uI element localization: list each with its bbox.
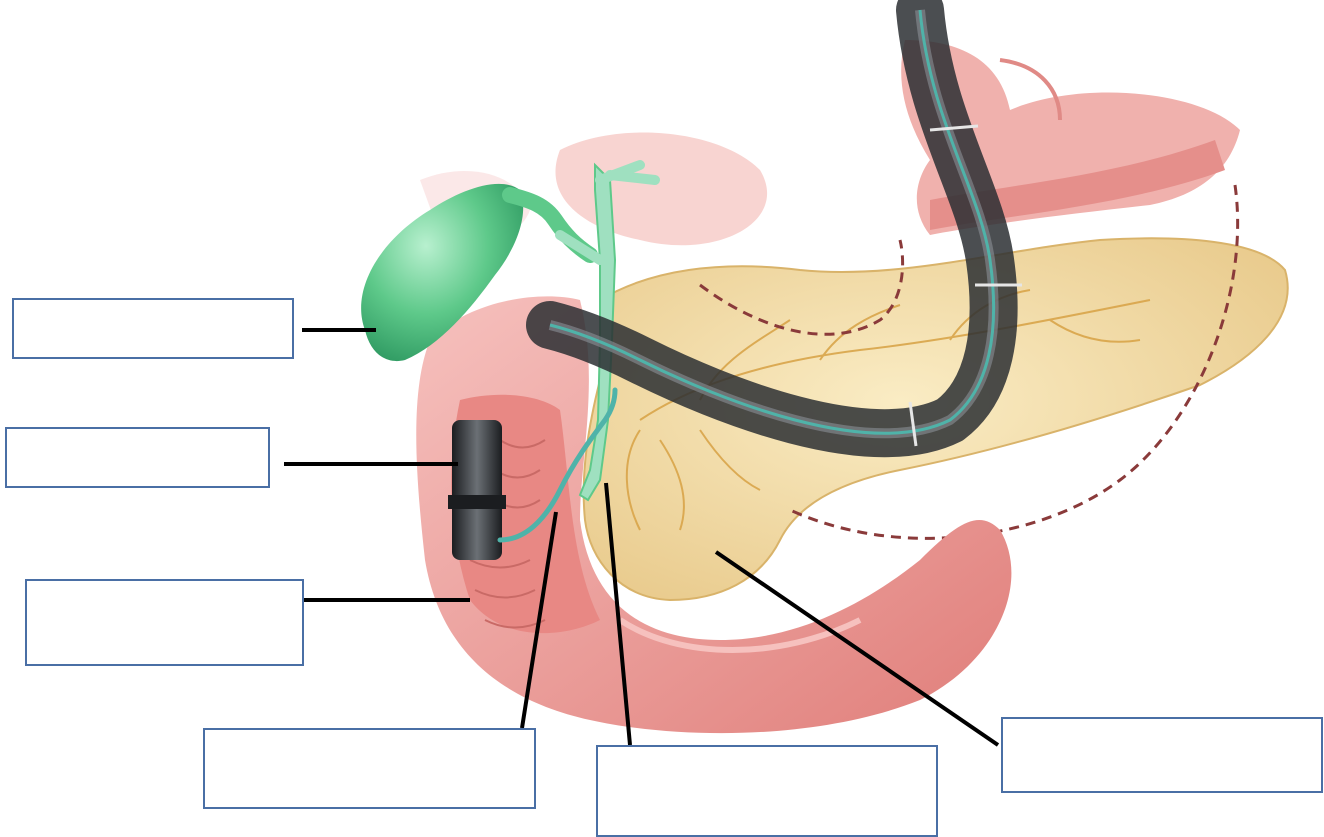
label-box-gallbladder[interactable] bbox=[12, 298, 294, 359]
label-box-duodenum[interactable] bbox=[25, 579, 304, 666]
label-box-pancreas[interactable] bbox=[1001, 717, 1323, 793]
label-box-bile-duct[interactable] bbox=[596, 745, 938, 837]
label-box-endoscope[interactable] bbox=[5, 427, 270, 488]
label-box-papilla[interactable] bbox=[203, 728, 536, 809]
